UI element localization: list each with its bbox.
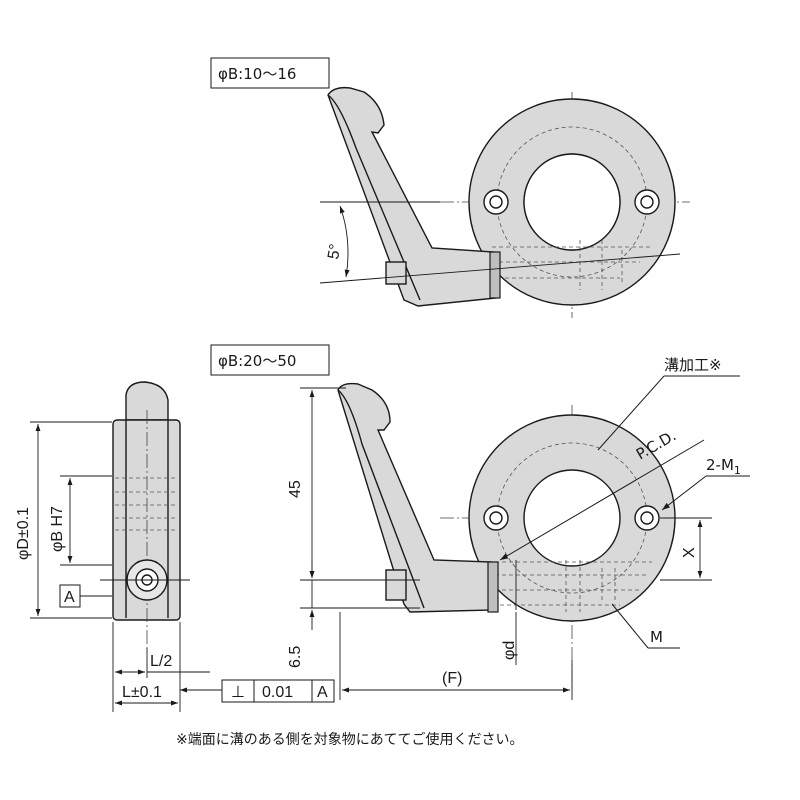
bottom-lever: [337, 382, 499, 613]
offset-label: 6.5: [287, 646, 304, 668]
tolerance-frame: ⊥ 0.01 A: [180, 679, 335, 703]
groove-callout: 溝加工※: [597, 356, 740, 451]
tolerance-symbol: ⊥: [231, 684, 245, 701]
footnote: ※端面に溝のある側を対象物にあててご使用ください。: [176, 731, 523, 748]
svg-text:2-M1: 2-M1: [706, 456, 741, 477]
phi-d-label: φd: [501, 641, 518, 660]
height-label: 45: [287, 480, 304, 498]
half-length-label: L/2: [150, 653, 172, 670]
top-size-label: φB:10～16: [218, 65, 296, 83]
top-view: φB:10～16: [210, 57, 690, 318]
tap-label: 2-M: [706, 456, 734, 474]
tolerance-datum: A: [317, 684, 328, 701]
od-dimension: φD±0.1: [15, 421, 112, 619]
tap-subscript: 1: [734, 464, 741, 477]
angle-label: 5°: [325, 243, 344, 261]
tolerance-value: 0.01: [262, 684, 293, 701]
m-label: M: [650, 628, 663, 646]
datum-a-box: A: [59, 584, 112, 608]
length-dimensions: L/2 L±0.1: [112, 622, 210, 712]
f-dimension: (F): [339, 612, 573, 700]
tap-callout: 2-M1: [661, 456, 750, 511]
bore-dimension: φB H7: [49, 475, 112, 566]
length-label: L±0.1: [122, 684, 162, 701]
bore-label: φB H7: [49, 506, 66, 552]
bottom-view: φB:20～50 45: [210, 344, 750, 700]
height-dimension: 45: [287, 387, 420, 609]
offset-dimension: 6.5: [287, 560, 315, 668]
f-label: (F): [442, 670, 462, 687]
x-label: X: [681, 547, 698, 558]
m-callout: M: [611, 603, 680, 649]
top-size-label-box: φB:10～16: [210, 57, 330, 89]
top-lever: [327, 86, 501, 307]
side-view: φD±0.1 φB H7 A L/2 L±0.1: [15, 381, 210, 712]
top-collar: [468, 98, 676, 306]
phi-d-dimension: φd: [501, 560, 518, 665]
x-dimension: X: [660, 517, 712, 581]
datum-label: A: [64, 589, 75, 606]
od-label: φD±0.1: [15, 507, 32, 560]
bottom-size-label-box: φB:20～50: [210, 344, 330, 376]
bottom-size-label: φB:20～50: [218, 352, 296, 370]
top-angle-dimension: 5°: [319, 201, 681, 284]
groove-label: 溝加工※: [664, 356, 722, 374]
